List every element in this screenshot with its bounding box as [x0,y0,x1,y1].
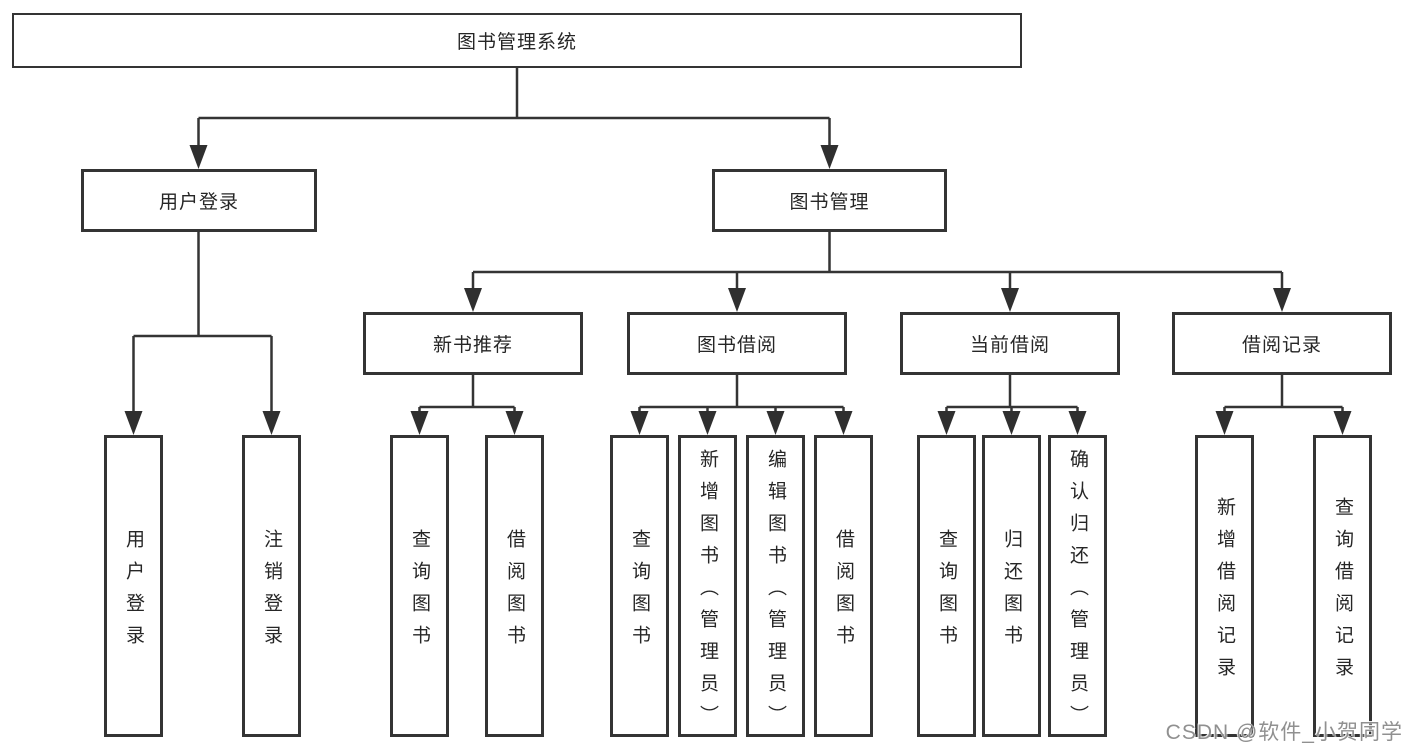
node-current-borrow-label: 当前借阅 [969,335,1050,356]
leaf-query-borrow-record-label: 查询借阅记录 [1332,496,1353,689]
leaf-recommend-borrow-books: 借阅图书 [485,435,544,737]
leaf-add-borrow-record: 新增借阅记录 [1195,435,1254,737]
leaf-user-login-label: 用户登录 [123,528,144,657]
node-user-login: 用户登录 [81,169,317,232]
node-root-label: 图书管理系统 [456,32,577,53]
node-borrow-records: 借阅记录 [1172,312,1392,375]
node-book-management-label: 图书管理 [789,192,870,213]
node-book-management: 图书管理 [712,169,947,232]
node-root: 图书管理系统 [12,13,1022,68]
leaf-borrow-query-books-label: 查询图书 [629,528,650,657]
leaf-confirm-return-admin-label: 确认归还（管理员） [1067,448,1088,737]
leaf-logout-label: 注销登录 [261,528,282,657]
leaf-recommend-query-books: 查询图书 [390,435,449,737]
leaf-recommend-query-books-label: 查询图书 [409,528,430,657]
leaf-current-query-books: 查询图书 [917,435,976,737]
node-new-book-recommend: 新书推荐 [363,312,583,375]
node-new-book-recommend-label: 新书推荐 [432,335,513,356]
leaf-edit-books-admin-label: 编辑图书（管理员） [765,448,786,737]
node-borrow-records-label: 借阅记录 [1241,335,1322,356]
leaf-confirm-return-admin: 确认归还（管理员） [1048,435,1107,737]
node-book-borrow: 图书借阅 [627,312,847,375]
csdn-watermark: CSDN @软件_小贺同学 [1165,721,1403,744]
leaf-add-books-admin: 新增图书（管理员） [678,435,737,737]
node-book-borrow-label: 图书借阅 [696,335,777,356]
leaf-borrow-books-label: 借阅图书 [833,528,854,657]
leaf-return-books: 归还图书 [982,435,1041,737]
leaf-user-login: 用户登录 [104,435,163,737]
leaf-recommend-borrow-books-label: 借阅图书 [504,528,525,657]
leaf-borrow-books: 借阅图书 [814,435,873,737]
leaf-query-borrow-record: 查询借阅记录 [1313,435,1372,737]
leaf-add-borrow-record-label: 新增借阅记录 [1214,496,1235,689]
node-user-login-label: 用户登录 [158,192,239,213]
node-current-borrow: 当前借阅 [900,312,1120,375]
arrowheads [124,145,1352,435]
leaf-borrow-query-books: 查询图书 [610,435,669,737]
leaf-current-query-books-label: 查询图书 [936,528,957,657]
leaf-add-books-admin-label: 新增图书（管理员） [697,448,718,737]
leaf-logout: 注销登录 [242,435,301,737]
leaf-return-books-label: 归还图书 [1001,528,1022,657]
leaf-edit-books-admin: 编辑图书（管理员） [746,435,805,737]
